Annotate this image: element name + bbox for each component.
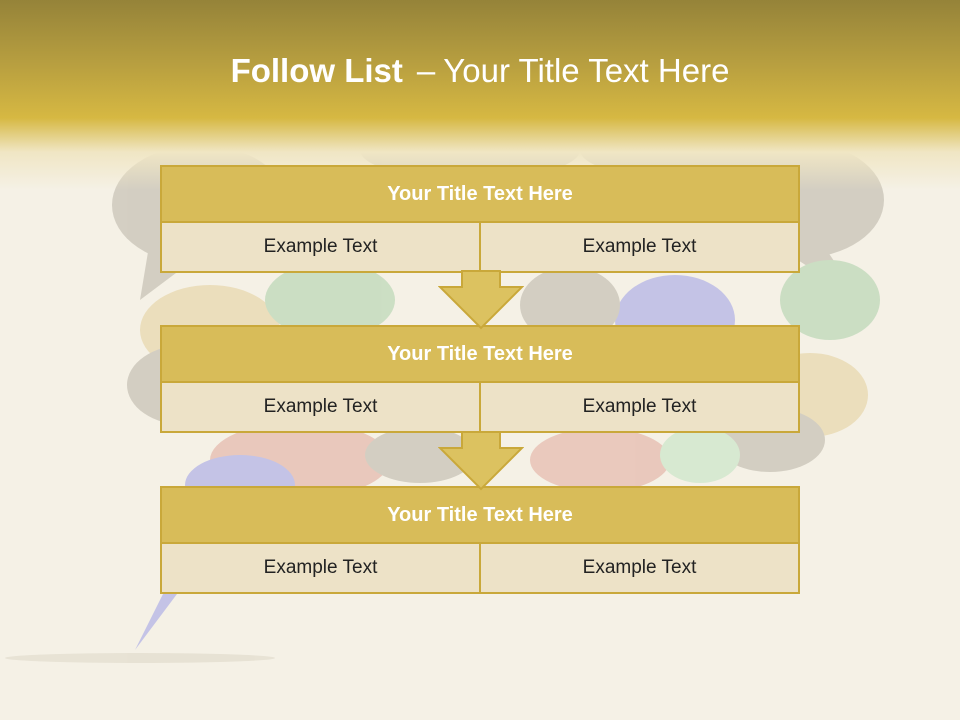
title-dash: –	[416, 52, 436, 89]
block-cell-right: Example Text	[479, 544, 798, 592]
block-cell-left: Example Text	[162, 544, 479, 592]
list-block-2: Your Title Text Here Example Text Exampl…	[160, 325, 800, 433]
list-block-3: Your Title Text Here Example Text Exampl…	[160, 486, 800, 594]
block-cell-right: Example Text	[479, 223, 798, 271]
block-title: Your Title Text Here	[162, 167, 798, 223]
slide-title: Follow List–Your Title Text Here	[0, 52, 960, 90]
title-bold-part: Follow List	[230, 52, 403, 89]
down-arrow-icon	[438, 270, 524, 330]
block-row: Example Text Example Text	[162, 223, 798, 271]
block-cell-right: Example Text	[479, 383, 798, 431]
block-row: Example Text Example Text	[162, 544, 798, 592]
header-band	[0, 0, 960, 190]
block-cell-left: Example Text	[162, 383, 479, 431]
list-block-1: Your Title Text Here Example Text Exampl…	[160, 165, 800, 273]
title-rest-part: Your Title Text Here	[443, 52, 730, 89]
block-row: Example Text Example Text	[162, 383, 798, 431]
block-title: Your Title Text Here	[162, 327, 798, 383]
down-arrow-icon	[438, 431, 524, 491]
block-cell-left: Example Text	[162, 223, 479, 271]
block-title: Your Title Text Here	[162, 488, 798, 544]
